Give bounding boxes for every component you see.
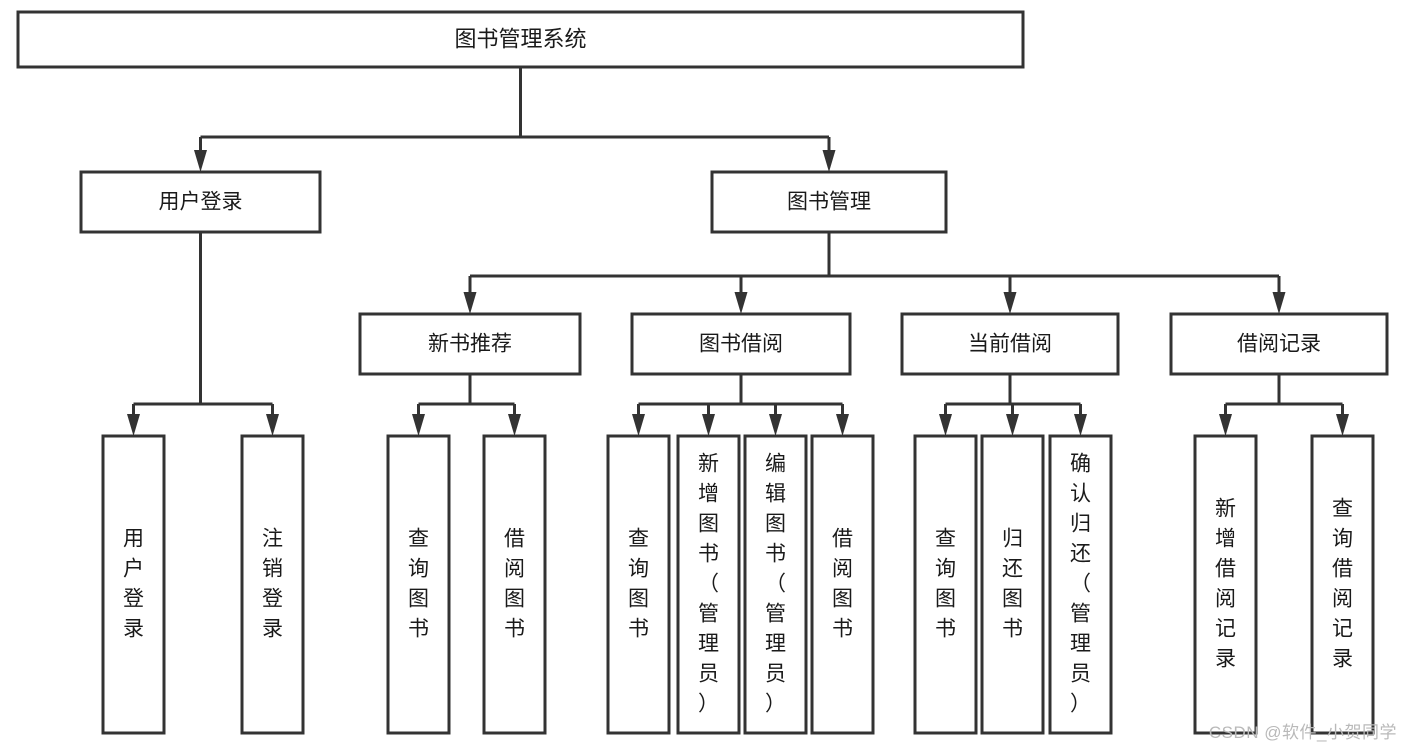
arrow-head (822, 150, 836, 172)
leaf-node[interactable]: 编辑图书（管理员） (743, 434, 808, 735)
node-label: 查询图书 (628, 527, 649, 640)
node-box[interactable] (1169, 312, 1389, 376)
arrow-head (412, 414, 425, 436)
watermark-text: CSDN @软件_小贺同学 (1208, 723, 1397, 742)
arrow-head (194, 150, 207, 172)
node-label: 查询图书 (408, 527, 429, 640)
node-box[interactable] (606, 434, 671, 735)
node-box[interactable] (358, 312, 582, 376)
node-box[interactable] (900, 312, 1120, 376)
arrow-head (836, 414, 849, 436)
leaf-node[interactable]: 用户登录 (101, 434, 166, 735)
arrow-head (1003, 292, 1017, 314)
nodes-layer: 图书管理系统用户登录图书管理新书推荐图书借阅当前借阅借阅记录用户登录注销登录查询… (16, 10, 1389, 735)
node-label: 查询借阅记录 (1332, 497, 1353, 670)
level2-node[interactable]: 借阅记录 (1169, 312, 1389, 376)
leaf-node[interactable]: 新增图书（管理员） (676, 434, 741, 735)
leaf-node[interactable]: 查询图书 (386, 434, 451, 735)
node-box[interactable] (913, 434, 978, 735)
edges-layer (127, 67, 1349, 436)
node-box[interactable] (630, 312, 852, 376)
level1-node[interactable]: 用户登录 (79, 170, 322, 234)
leaf-node[interactable]: 查询图书 (606, 434, 671, 735)
arrow-head (1219, 414, 1232, 436)
leaf-node[interactable]: 确认归还（管理员） (1048, 434, 1113, 735)
arrow-head (463, 292, 477, 314)
node-label: 图书管理系统 (454, 26, 586, 51)
node-box[interactable] (101, 434, 166, 735)
arrow-head (702, 414, 715, 436)
arrow-head (939, 414, 952, 436)
arrow-head (769, 414, 782, 436)
node-label: 用户登录 (123, 527, 144, 640)
arrow-head (266, 414, 279, 436)
node-label: 注销登录 (262, 527, 283, 640)
node-box[interactable] (386, 434, 451, 735)
node-box[interactable] (743, 434, 808, 735)
arrow-head (1074, 414, 1087, 436)
node-box[interactable] (482, 434, 547, 735)
node-label: 新增图书（管理员） (698, 452, 719, 715)
arrow-head (127, 414, 140, 436)
node-label: 新增借阅记录 (1215, 497, 1236, 670)
node-label: 归还图书 (1002, 527, 1023, 640)
level2-node[interactable]: 新书推荐 (358, 312, 582, 376)
arrow-head (508, 414, 521, 436)
leaf-node[interactable]: 归还图书 (980, 434, 1045, 735)
node-box[interactable] (1310, 434, 1375, 735)
level1-node[interactable]: 图书管理 (710, 170, 948, 234)
leaf-node[interactable]: 查询借阅记录 (1310, 434, 1375, 735)
node-label: 用户登录 (159, 191, 243, 214)
node-box[interactable] (1193, 434, 1258, 735)
node-label: 当前借阅 (968, 333, 1052, 356)
node-box[interactable] (980, 434, 1045, 735)
leaf-node[interactable]: 新增借阅记录 (1193, 434, 1258, 735)
root-node[interactable]: 图书管理系统 (16, 10, 1025, 69)
level2-node[interactable]: 当前借阅 (900, 312, 1120, 376)
node-box[interactable] (676, 434, 741, 735)
arrow-head (734, 292, 748, 314)
node-label: 新书推荐 (428, 333, 512, 356)
node-box[interactable] (79, 170, 322, 234)
node-label: 图书借阅 (699, 333, 783, 356)
leaf-node[interactable]: 注销登录 (240, 434, 305, 735)
node-label: 借阅图书 (504, 527, 525, 640)
node-label: 编辑图书（管理员） (765, 452, 786, 715)
node-box[interactable] (16, 10, 1025, 69)
node-label: 图书管理 (787, 191, 871, 214)
node-label: 借阅记录 (1237, 333, 1321, 356)
node-label: 查询图书 (935, 527, 956, 640)
arrow-head (1006, 414, 1019, 436)
arrow-head (1272, 292, 1286, 314)
leaf-node[interactable]: 借阅图书 (810, 434, 875, 735)
node-label: 借阅图书 (832, 527, 853, 640)
node-box[interactable] (240, 434, 305, 735)
leaf-node[interactable]: 借阅图书 (482, 434, 547, 735)
node-box[interactable] (1048, 434, 1113, 735)
node-label: 确认归还（管理员） (1070, 452, 1091, 715)
node-box[interactable] (710, 170, 948, 234)
leaf-node[interactable]: 查询图书 (913, 434, 978, 735)
arrow-head (1336, 414, 1349, 436)
level2-node[interactable]: 图书借阅 (630, 312, 852, 376)
arrow-head (632, 414, 645, 436)
node-box[interactable] (810, 434, 875, 735)
